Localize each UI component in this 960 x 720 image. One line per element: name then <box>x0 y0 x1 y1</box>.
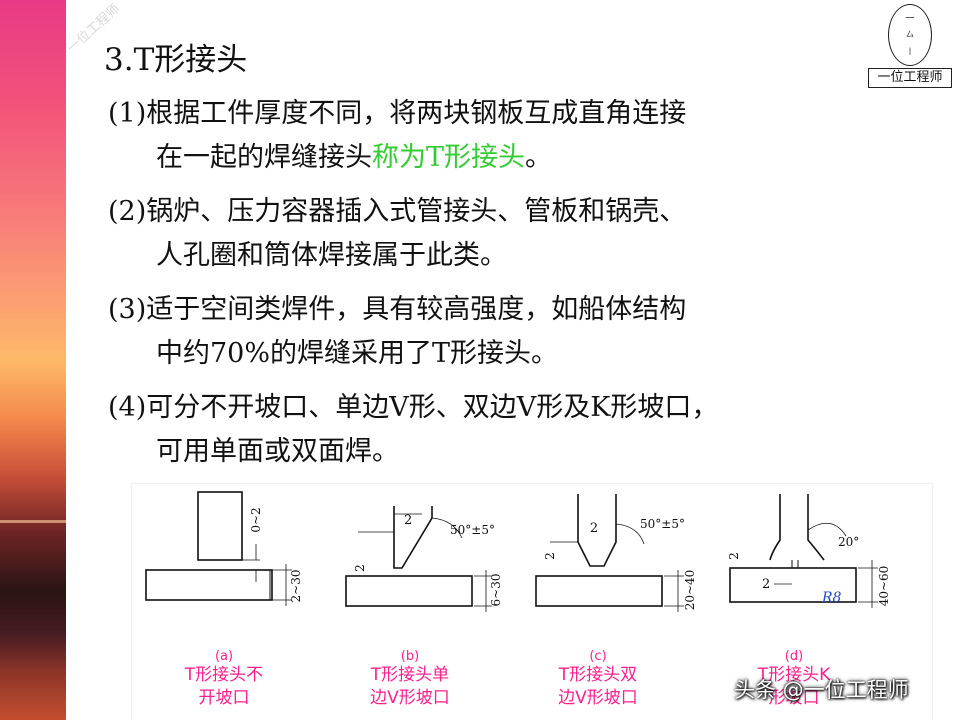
diagram-d: 20° 2 2 R8 40~60 (d) T形接头K 形坡口 <box>727 494 891 708</box>
sunset-side-image <box>0 0 66 720</box>
caption-d-line-1: T形接头K <box>757 665 831 685</box>
root-dim-b: 2 <box>404 513 412 528</box>
point-3-line-1: (3)适于空间类焊件，具有较高强度，如船体结构 <box>108 294 687 325</box>
point-1-line-1: (1)根据工件厚度不同，将两块钢板互成直角连接 <box>108 98 687 129</box>
radius-d: R8 <box>821 590 842 606</box>
logo: 一 ⼛ ⼁ 一位工程师 <box>866 4 954 88</box>
slide-title: 3.T形接头 <box>104 42 248 78</box>
point-1: (1)根据工件厚度不同，将两块钢板互成直角连接 在一起的焊缝接头称为T形接头。 <box>108 92 686 180</box>
caption-a-line-1: T形接头不 <box>184 665 263 685</box>
svg-text:⼛: ⼛ <box>906 30 914 39</box>
thick-dim-a: 2~30 <box>289 570 303 603</box>
letter-a: (a) <box>215 649 233 664</box>
letter-b: (b) <box>401 649 419 664</box>
web-plate-d <box>769 494 825 561</box>
angle-d: 20° <box>838 535 859 549</box>
logo-label: 一位工程师 <box>868 68 952 88</box>
caption-d-line-2: 形坡口 <box>769 688 820 708</box>
diagram-b: 2 2 50°±5° 6~30 (b) T形接头单 边V形坡口 <box>345 506 503 708</box>
base-plate-a <box>145 569 273 601</box>
point-4: (4)可分不开坡口、单边V形、双边V形及K形坡口， 可用单面或双面焊。 <box>108 386 718 474</box>
caption-a-line-2: 开坡口 <box>199 688 250 708</box>
caption-b-line-1: T形接头单 <box>370 665 449 685</box>
diagram-c: 2 2 50°±5° 20~40 (c) T形接头双 边V形坡口 <box>535 494 697 708</box>
caption-c-line-2: 边V形坡口 <box>558 688 638 708</box>
root-dim-d: 2 <box>762 577 770 592</box>
diagram-a: 0~2 2~30 (a) T形接头不 开坡口 <box>145 491 303 708</box>
svg-text:一: 一 <box>905 14 914 24</box>
point-2: (2)锅炉、压力容器插入式管接头、管板和锅壳、 人孔圈和筒体焊接属于此类。 <box>108 190 686 278</box>
web-plate-b <box>393 506 433 569</box>
web-plate-a <box>197 491 243 561</box>
land-dim-d: 2 <box>727 552 741 560</box>
angle-c: 50°±5° <box>640 517 685 531</box>
point-2-line-2: 人孔圈和筒体焊接属于此类。 <box>156 240 507 271</box>
point-3: (3)适于空间类焊件，具有较高强度，如船体结构 中约70%的焊缝采用了T形接头。 <box>108 288 686 376</box>
land-dim-b: 2 <box>353 564 367 572</box>
credit-watermark: 头条 @一位工程师 <box>734 678 909 702</box>
letter-d: (d) <box>785 649 803 664</box>
point-3-line-2: 中约70%的焊缝采用了T形接头。 <box>156 338 559 369</box>
gap-dim-a: 0~2 <box>249 507 263 532</box>
thick-dim-c: 20~40 <box>683 570 697 611</box>
root-dim-c: 2 <box>590 521 598 536</box>
letter-c: (c) <box>589 649 606 664</box>
angle-b: 50°±5° <box>450 523 495 537</box>
caption-c-line-1: T形接头双 <box>558 665 637 685</box>
point-4-line-2: 可用单面或双面焊。 <box>156 436 399 467</box>
point-2-line-1: (2)锅炉、压力容器插入式管接头、管板和锅壳、 <box>108 196 687 227</box>
thick-dim-b: 6~30 <box>489 574 503 607</box>
logo-seal-icon: 一 ⼛ ⼁ <box>888 4 932 66</box>
point-1-line-2: 在一起的焊缝接头称为T形接头。 <box>156 142 553 173</box>
joint-figure: 0~2 2~30 (a) T形接头不 开坡口 2 2 50°±5° 6~30 (… <box>132 484 932 720</box>
base-plate-c <box>535 575 663 607</box>
highlight-term: 称为T形接头 <box>372 142 526 173</box>
point-4-line-1: (4)可分不开坡口、单边V形、双边V形及K形坡口， <box>108 392 719 423</box>
web-plate-c <box>577 494 617 567</box>
base-plate-b <box>345 575 473 607</box>
land-dim-c: 2 <box>543 552 557 560</box>
thick-dim-d: 40~60 <box>877 566 891 607</box>
svg-text:⼁: ⼁ <box>906 47 914 56</box>
caption-b-line-2: 边V形坡口 <box>370 688 450 708</box>
base-plate-d <box>729 567 857 603</box>
